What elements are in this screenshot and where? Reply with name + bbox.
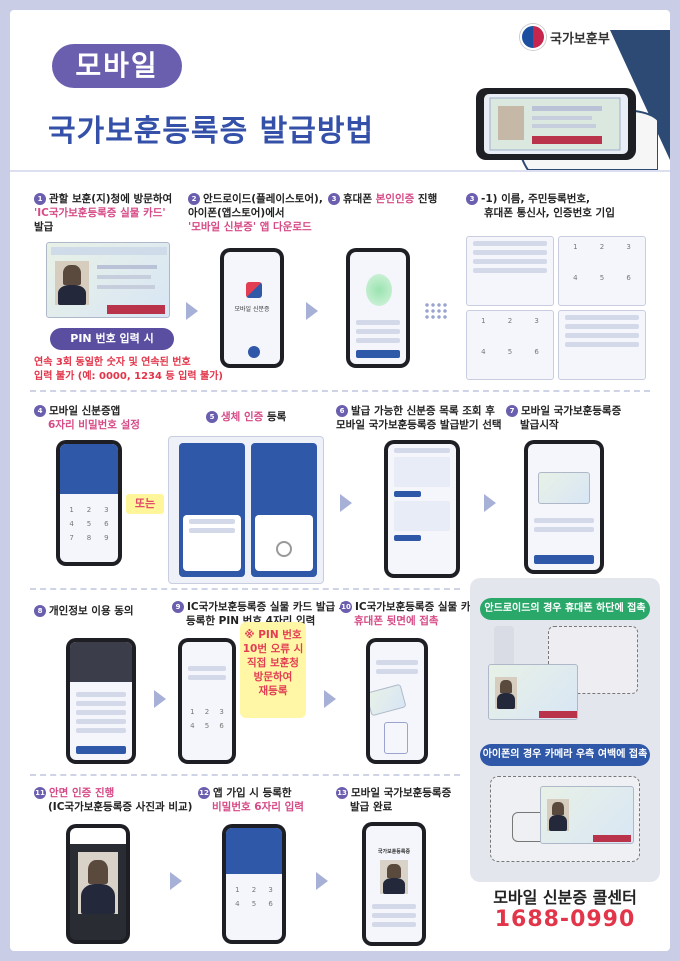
phone-issue-complete: 국가보훈등록증 (362, 822, 426, 946)
android-contact-image (488, 626, 644, 728)
pin-input-bar: PIN 번호 입력 시 (50, 328, 174, 350)
pin-warning-1: 연속 3회 동일한 숫자 및 연속된 번호 (34, 357, 191, 368)
arrow-icon (324, 690, 336, 708)
row-divider (30, 390, 650, 392)
step-3-1-text: 3-1) 이름, 주민등록번호, 휴대폰 통신사, 인증번호 기입 (466, 192, 615, 220)
arrow-icon (306, 302, 318, 320)
page-title: 국가보훈등록증 발급방법 (48, 114, 375, 149)
arrow-icon (484, 494, 496, 512)
biometric-screens (168, 436, 324, 584)
ministry-name: 국가보훈부 (550, 31, 610, 47)
arrow-icon (316, 872, 328, 890)
phone-privacy-consent (66, 638, 136, 764)
phone-app-download: 모바일 신분증 (220, 248, 284, 368)
android-guide-bar: 안드로이드의 경우 휴대폰 하단에 접촉 (480, 598, 650, 620)
phone-nfc-tap (366, 638, 428, 764)
phone-id-list (384, 440, 460, 578)
callcenter-title: 모바일 신분증 콜센터 (493, 888, 637, 907)
phone-issue-start (524, 440, 604, 574)
arrow-icon (340, 494, 352, 512)
arrow-icon (154, 690, 166, 708)
app-name: 모바일 신분증 (234, 306, 270, 313)
iphone-guide-bar: 아이폰의 경우 카메라 우측 여백에 접촉 (480, 744, 650, 766)
app-badge-icon (248, 346, 260, 358)
header-divider (10, 170, 670, 172)
app-logo-icon (246, 282, 262, 298)
mobile-id-title: 국가보훈등록증 (377, 849, 411, 855)
verify-icon (366, 274, 392, 306)
progress-dots-icon (424, 302, 448, 320)
ministry-logo: 국가보훈부 (520, 24, 610, 50)
fingerprint-icon (276, 541, 292, 557)
iphone-contact-image (490, 772, 646, 868)
ic-card-image (46, 242, 170, 318)
arrow-icon (186, 302, 198, 320)
or-label: 또는 (126, 494, 164, 514)
callcenter-number[interactable]: 1688-0990 (494, 907, 636, 932)
hand-phone-illustration (476, 88, 658, 170)
pin-warning-2: 입력 불가 (예: 0000, 1234 등 입력 불가) (34, 371, 223, 382)
phone-face-auth (66, 824, 130, 944)
arrow-icon (170, 872, 182, 890)
row-divider (30, 774, 460, 776)
mobile-badge: 모바일 (52, 44, 182, 88)
row-divider (30, 588, 460, 590)
phone-identity-verification (346, 248, 410, 368)
taegeuk-icon (520, 24, 546, 50)
